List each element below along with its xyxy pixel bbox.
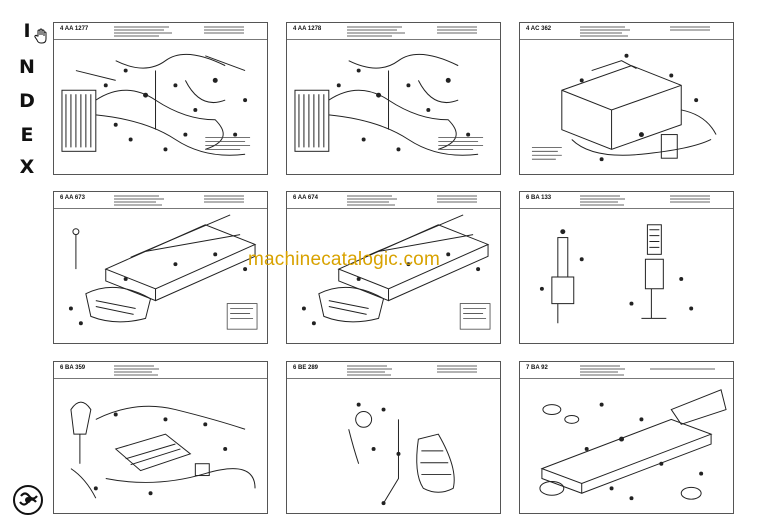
index-letter-i: I — [23, 20, 31, 42]
panel-header: 6 BA 359 — [54, 362, 267, 379]
panel-code: 6 BE 289 — [293, 365, 319, 371]
hand-pointer-icon[interactable] — [34, 28, 48, 44]
panel-code: 6 BA 359 — [60, 365, 86, 371]
header-text-lines — [580, 26, 710, 37]
catalog-page-6aa673[interactable]: 6 AA 673 — [53, 191, 268, 344]
index-letter-x: X — [19, 156, 35, 178]
catalog-page-6aa674[interactable]: 6 AA 674 — [286, 191, 501, 344]
panel-header: 4 AA 1277 — [54, 23, 267, 40]
panel-header: 4 AA 1278 — [287, 23, 500, 40]
panel-code: 4 AA 1278 — [293, 26, 322, 32]
header-text-lines — [114, 195, 244, 206]
header-text-lines — [347, 195, 477, 206]
watermark-text: machinecatalogic.com — [248, 249, 440, 270]
exploded-drawing — [56, 380, 265, 511]
catalog-page-4aa1277[interactable]: 4 AA 1277 — [53, 22, 268, 175]
panel-header: 7 BA 92 — [520, 362, 733, 379]
catalog-page-6ba359[interactable]: 6 BA 359 — [53, 361, 268, 514]
panel-code: 6 AA 674 — [293, 195, 318, 201]
header-text-lines — [114, 365, 159, 376]
panel-code: 4 AA 1277 — [60, 26, 89, 32]
index-letter-n: N — [19, 56, 35, 78]
sdf-logo — [13, 485, 43, 515]
header-text-lines — [580, 365, 715, 376]
panel-code: 4 AC 362 — [526, 26, 552, 32]
panel-header: 6 BE 289 — [287, 362, 500, 379]
exploded-drawing — [56, 210, 265, 341]
catalog-page-4ac362[interactable]: 4 AC 362 — [519, 22, 734, 175]
catalog-page-6be289[interactable]: 6 BE 289 — [286, 361, 501, 514]
panel-code: 6 AA 673 — [60, 195, 85, 201]
header-text-lines — [580, 195, 710, 206]
index-letter-d: D — [19, 90, 35, 112]
panel-header: 6 AA 674 — [287, 192, 500, 209]
catalog-page-6ba133[interactable]: 6 BA 133 — [519, 191, 734, 344]
exploded-drawing — [522, 41, 731, 172]
catalog-page-4aa1278[interactable]: 4 AA 1278 — [286, 22, 501, 175]
index-letter-e: E — [20, 124, 34, 146]
panel-header: 4 AC 362 — [520, 23, 733, 40]
catalog-page-7ba92[interactable]: 7 BA 92 — [519, 361, 734, 514]
exploded-drawing — [289, 210, 498, 341]
exploded-drawing — [289, 380, 498, 511]
header-text-lines — [347, 365, 477, 376]
panel-header: 6 AA 673 — [54, 192, 267, 209]
exploded-drawing — [522, 380, 731, 511]
exploded-drawing — [56, 41, 265, 172]
panel-code: 7 BA 92 — [526, 365, 548, 371]
header-text-lines — [347, 26, 477, 37]
panel-code: 6 BA 133 — [526, 195, 552, 201]
panel-header: 6 BA 133 — [520, 192, 733, 209]
header-text-lines — [114, 26, 244, 37]
exploded-drawing — [522, 210, 731, 341]
exploded-drawing — [289, 41, 498, 172]
